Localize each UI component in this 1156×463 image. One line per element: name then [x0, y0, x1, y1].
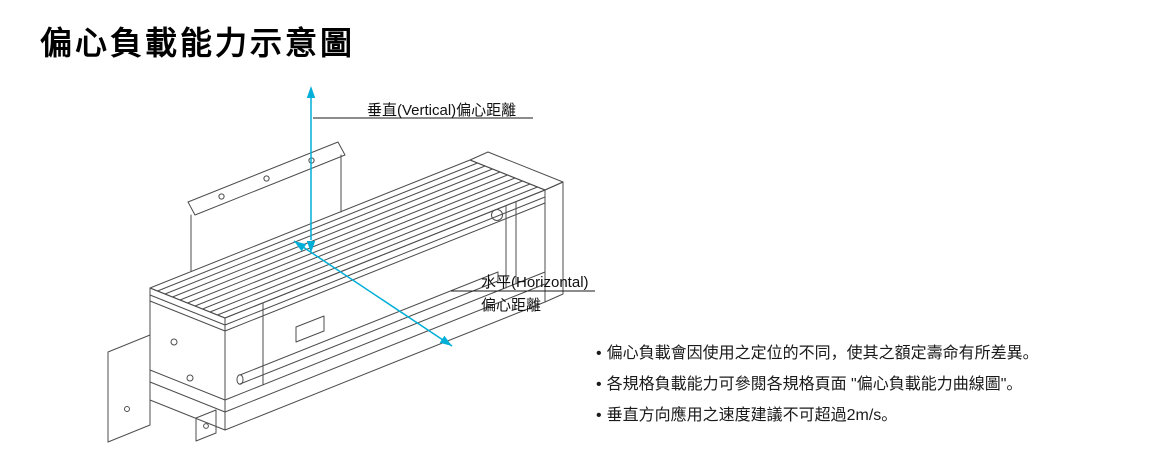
page-title: 偏心負載能力示意圖: [40, 25, 356, 61]
linear-stage-drawing: [107, 141, 564, 443]
left-end-seam: [149, 381, 226, 413]
note-item: • 偏心負載會因使用之定位的不同，使其之額定壽命有所差異。: [596, 338, 1141, 369]
note-item: • 垂直方向應用之速度建議不可超過2m/s。: [596, 400, 1141, 431]
rail-hole: [263, 175, 270, 182]
arrowhead-diag-near: [294, 241, 307, 252]
cover-strip: [209, 183, 531, 313]
left-end-seam: [149, 369, 226, 401]
front-face-groove: [224, 196, 546, 326]
cover-strip: [157, 162, 478, 292]
rear-rail-strip: [187, 141, 346, 216]
port-hole: [491, 209, 503, 221]
left-end-groove: [149, 300, 226, 332]
cover-strip: [179, 171, 501, 301]
bullet-marker: •: [596, 407, 602, 424]
cover-strip: [187, 174, 508, 304]
arrowhead-up: [306, 86, 316, 98]
arrowhead-diag-far: [439, 335, 452, 346]
dimension-arrowheads: [294, 86, 452, 346]
base-flange: [107, 334, 151, 443]
screw-hole: [203, 423, 209, 429]
cover-strip: [164, 165, 486, 295]
bullet-marker: •: [596, 345, 602, 362]
note-text: 垂直方向應用之速度建議不可超過2m/s。: [606, 407, 898, 424]
note-item: • 各規格負載能力可參閱各規格頁面 "偏心負載能力曲線圖"。: [596, 369, 1141, 400]
vertical-eccentric-label: 垂直(Vertical)偏心距離: [367, 102, 517, 119]
stage-left-end-face: [149, 287, 226, 431]
rail-hole: [218, 193, 225, 200]
left-end-groove: [149, 294, 226, 326]
arrowhead-down: [306, 241, 316, 253]
cover-strip: [194, 177, 516, 307]
cover-strip: [217, 186, 538, 316]
base-seam: [224, 271, 546, 401]
front-face-block: [295, 315, 325, 343]
mounting-tab: [195, 409, 217, 442]
base-seam: [224, 283, 546, 413]
cover-strip: [172, 168, 493, 298]
dimension-arrows: [293, 96, 453, 347]
leader-lines: [313, 117, 595, 292]
horizontal-eccentric-arrow: [293, 240, 453, 347]
ball-screw: [239, 280, 499, 385]
screw-hole: [170, 338, 178, 346]
screw-hole: [124, 406, 130, 412]
ball-screw: [239, 271, 499, 376]
horizontal-eccentric-label-line2: 偏心距離: [481, 297, 542, 314]
right-end-cap-face: [544, 181, 564, 303]
horizontal-eccentric-label-line1: 水平(Horizontal): [481, 274, 589, 291]
screw-hole: [186, 374, 194, 382]
note-text: 偏心負載會因使用之定位的不同，使其之額定壽命有所差異。: [606, 345, 1039, 362]
note-text: 各規格負載能力可參閱各規格頁面 "偏心負載能力曲線圖"。: [606, 376, 1023, 393]
cover-strip: [202, 180, 523, 310]
front-face-groove: [224, 202, 546, 332]
bullet-marker: •: [596, 376, 602, 393]
notes-list: • 偏心負載會因使用之定位的不同，使其之額定壽命有所差異。 • 各規格負載能力可…: [596, 338, 1141, 431]
ball-screw-end: [236, 374, 244, 385]
